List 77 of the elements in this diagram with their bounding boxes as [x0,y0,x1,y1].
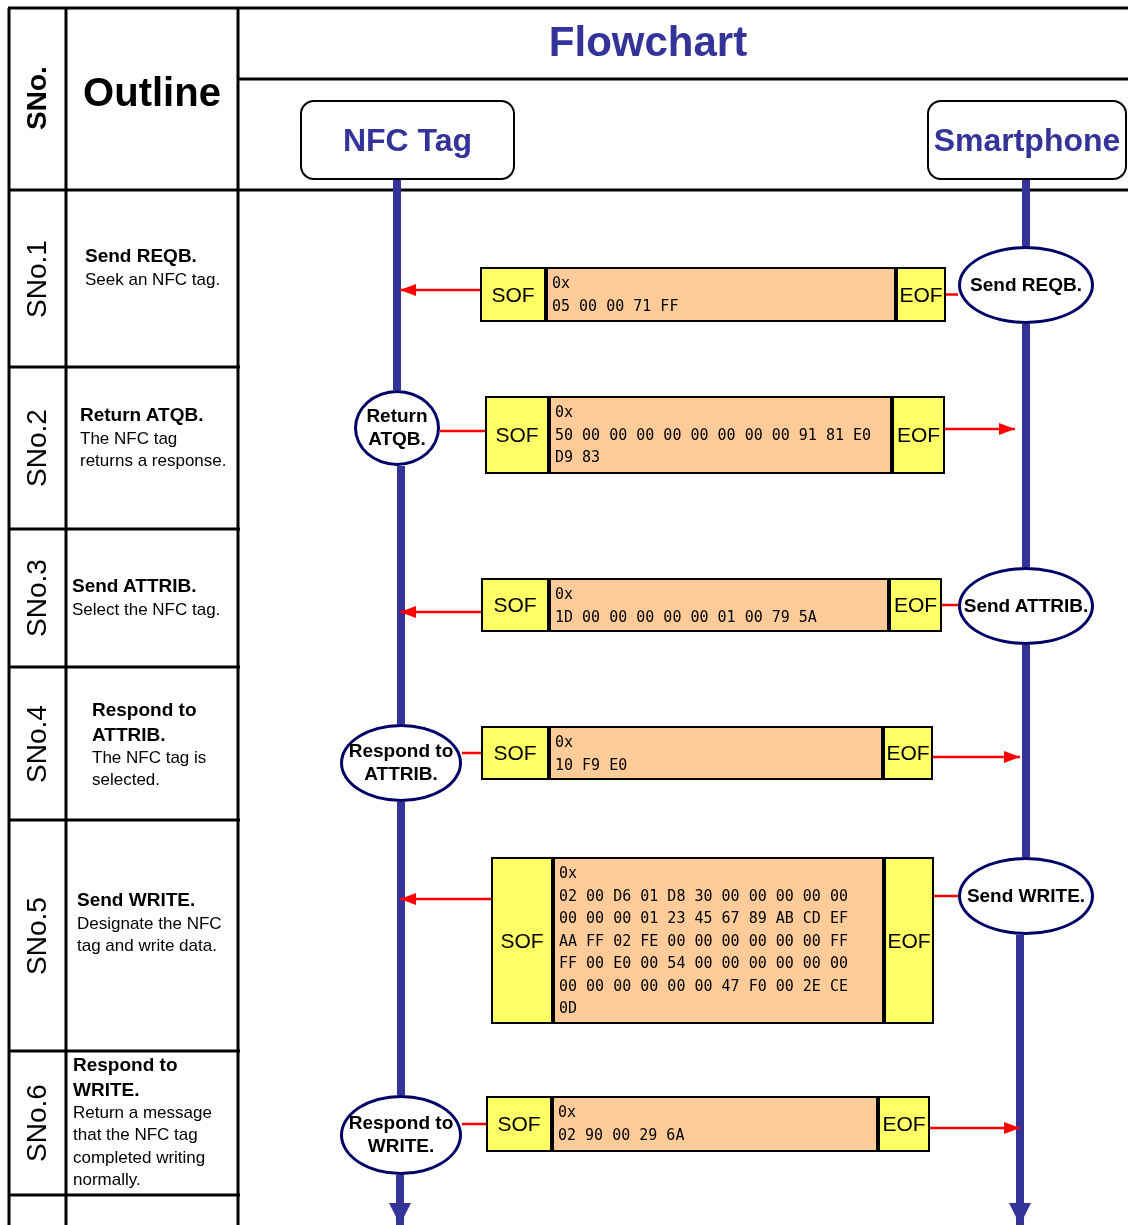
frame-marker-box: EOF [884,857,934,1024]
step-number: SNo.3 [21,559,53,637]
connector-line [934,894,958,898]
payload-box [546,267,896,322]
participant-box: Smartphone [927,100,1127,180]
column-header: Flowchart [547,18,749,66]
connector-line [462,1122,486,1126]
hex-bytes: 10 F9 E0 [555,754,629,776]
event-ellipse: Respond to WRITE. [340,1095,462,1175]
step-number: SNo.5 [21,896,53,975]
frame-marker-box: EOF [889,578,942,632]
message-arrow [930,1122,1020,1134]
event-ellipse: Respond to ATTRIB. [340,724,462,802]
message-arrow [400,606,481,618]
lifeline [397,466,405,724]
step-description: Designate the NFC tag and write data. [77,912,223,957]
step-number: SNo.6 [21,1084,53,1162]
column-header: SNo. [21,66,53,130]
lifeline [1022,180,1030,246]
message-arrow [933,751,1020,763]
step-title: Send REQB. [85,244,198,268]
step-description: Seek an NFC tag. [85,268,222,291]
hex-bytes: 02 00 D6 01 D8 30 00 00 00 00 00 00 00 00 01 23 45 67 89 AB CD EF AA FF 02 FE 00 00 00 00 00 00 FF FF 00 E0 00 54 00 00 00 00 00 00 00 00 00 00 00 00 47 F0 00 2E CE 0D [559,885,849,1019]
hex-prefix: 0x [555,732,574,753]
hex-prefix: 0x [555,584,574,605]
message-arrow [945,423,1015,435]
connector-line [946,293,958,296]
payload-box [549,396,892,474]
step-description: The NFC tag is selected. [92,747,208,792]
payload-box [549,726,883,780]
step-title: Respond to ATTRIB. [92,698,198,747]
lifeline [397,802,405,1095]
frame-marker-box: SOF [491,857,553,1024]
payload-box [553,857,884,1024]
lifeline [1009,935,1031,1225]
step-title: Send WRITE. [77,888,197,912]
hex-prefix: 0x [552,273,571,294]
hex-prefix: 0x [558,1102,577,1123]
step-description: Select the NFC tag. [72,598,222,621]
event-ellipse: Send ATTRIB. [958,567,1094,645]
lifeline [389,1175,411,1225]
step-title: Return ATQB. [80,403,205,427]
lifeline [1022,645,1030,857]
frame-marker-box: SOF [486,1096,552,1152]
step-number: SNo.2 [21,409,53,487]
participant-box: NFC Tag [300,100,515,180]
lifeline [393,180,401,390]
frame-marker-box: SOF [480,267,546,322]
connector-line [462,751,481,755]
hex-prefix: 0x [559,863,578,884]
frame-marker-box: EOF [883,726,933,780]
step-description: The NFC tag returns a response. [80,427,228,472]
connector-line [440,429,485,433]
step-title: Respond to WRITE. [73,1053,179,1102]
payload-box [552,1096,878,1152]
hex-prefix: 0x [555,402,574,423]
message-arrow [400,893,491,905]
step-description: Return a message that the NFC tag completed writing normally. [73,1102,213,1191]
lifeline [1022,324,1030,567]
payload-box [549,578,889,632]
hex-bytes: 02 90 00 29 6A [558,1124,686,1146]
frame-marker-box: EOF [892,396,945,474]
hex-bytes: 50 00 00 00 00 00 00 00 00 91 81 E0 D9 83 [555,424,873,468]
frame-marker-box: SOF [481,578,549,632]
frame-marker-box: EOF [896,267,946,322]
event-ellipse: Send WRITE. [958,857,1094,935]
event-ellipse: Send REQB. [958,246,1094,324]
step-title: Send ATTRIB. [72,574,198,598]
step-number: SNo.1 [21,239,53,318]
column-header: Outline [82,70,222,115]
frame-marker-box: SOF [485,396,549,474]
hex-bytes: 1D 00 00 00 00 00 01 00 79 5A [555,606,818,628]
step-number: SNo.4 [21,704,53,783]
event-ellipse: Return ATQB. [354,390,440,466]
frame-marker-box: EOF [878,1096,930,1152]
frame-marker-box: SOF [481,726,549,780]
message-arrow [400,284,480,296]
